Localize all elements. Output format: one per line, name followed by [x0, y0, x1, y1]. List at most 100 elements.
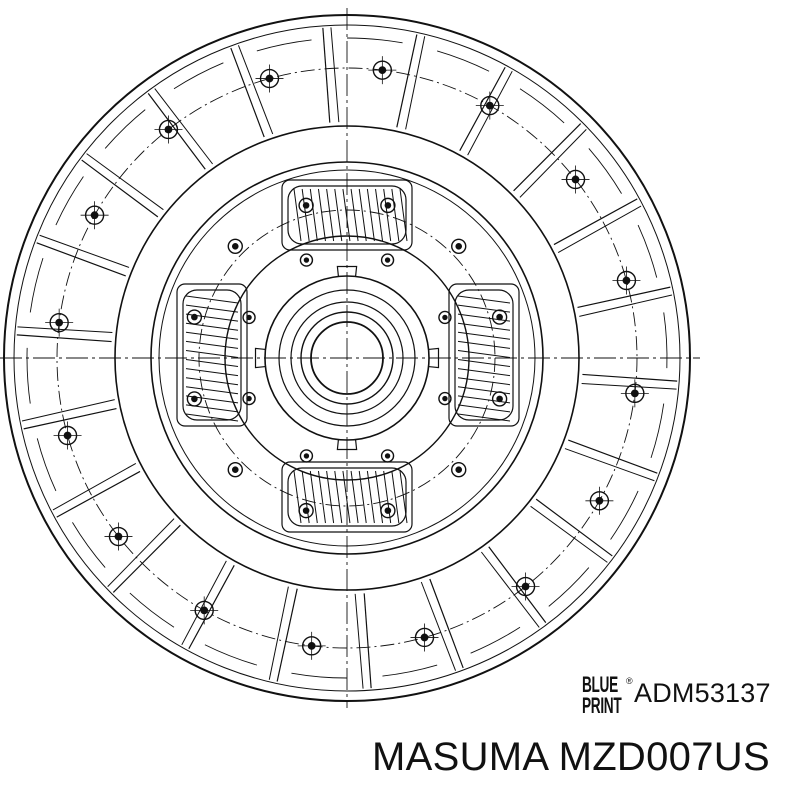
logo-line-2: PRINT: [582, 693, 622, 718]
segment-groove: [513, 123, 582, 192]
pin-head: [299, 253, 314, 267]
spring-coil: [342, 188, 351, 242]
spring-coil: [350, 188, 359, 242]
spring-coil: [457, 322, 511, 331]
rivet: [475, 91, 504, 120]
rivet-head: [451, 238, 467, 254]
segment-edge-arc: [663, 312, 668, 369]
spring-coil: [334, 470, 343, 524]
segment-groove-edge: [354, 593, 364, 689]
rivet-head: [227, 238, 243, 254]
segment-groove: [112, 524, 181, 593]
rivet: [227, 238, 243, 254]
segment-edge-arc: [437, 50, 490, 72]
segment-groove-edge: [480, 551, 540, 628]
spring-coil: [383, 188, 392, 242]
rivet: [45, 308, 74, 337]
rivet-hole: [231, 242, 239, 250]
spring-coil: [383, 470, 392, 524]
spring-coil: [293, 470, 302, 524]
rivet: [620, 379, 649, 408]
pin-head: [380, 253, 395, 267]
segment-edge-arc: [346, 37, 403, 44]
spring-coil: [185, 368, 239, 377]
spring-coil: [457, 304, 511, 313]
spring-coil: [457, 331, 511, 340]
rivet: [154, 115, 183, 144]
segment-groove: [276, 588, 298, 682]
center-lines: [0, 8, 700, 708]
segment-edge-arc: [588, 148, 622, 194]
rivet: [104, 522, 133, 551]
segment-edge-arc: [519, 88, 565, 124]
segment-edge-arc: [382, 664, 438, 677]
rivet: [380, 197, 396, 214]
segment-groove-edge: [405, 36, 426, 130]
spring-coil: [366, 188, 375, 242]
pin-hole: [442, 395, 448, 402]
spring-coil: [457, 359, 511, 368]
spring-coil: [457, 295, 511, 304]
spring-body: [287, 467, 407, 527]
segment-groove: [81, 159, 159, 218]
spring-coil: [185, 295, 239, 304]
segment-edge-arc: [650, 403, 665, 458]
segment-groove-edge: [519, 129, 587, 198]
segment-edge-arc: [26, 347, 31, 404]
stop-pin: [242, 310, 256, 325]
spring-coil: [317, 188, 326, 242]
stop-pin: [242, 391, 256, 406]
pin-hole: [303, 453, 310, 459]
segment-groove: [429, 578, 464, 669]
spring-coil: [326, 188, 335, 242]
spring-coil: [358, 470, 367, 524]
segment-groove: [36, 242, 126, 277]
spring-coil: [185, 331, 239, 340]
spring-coil: [185, 359, 239, 368]
segment-groove-edge: [268, 586, 289, 680]
part-number: ADM53137: [634, 678, 771, 708]
friction-segments: [16, 27, 678, 689]
spring-coil: [457, 404, 511, 413]
rivet: [368, 56, 397, 85]
spring-coil: [350, 470, 359, 524]
registered-mark: ®: [626, 676, 633, 686]
segment-edge-arc: [291, 672, 348, 679]
spring-coil: [185, 395, 239, 404]
rivet-head: [380, 197, 396, 214]
segment-edge-arc: [256, 39, 312, 52]
rivet-hole: [496, 313, 503, 321]
segment-groove: [577, 286, 671, 309]
outer-rivets: [45, 56, 649, 660]
rivet: [297, 631, 326, 660]
rivet: [298, 197, 314, 214]
rivet-hole: [231, 466, 239, 474]
segment-edge-arc: [55, 176, 84, 226]
segment-groove: [56, 470, 141, 518]
segment-edge-arc: [204, 644, 257, 666]
spring-coil: [366, 470, 375, 524]
segment-groove-edge: [557, 205, 642, 254]
spring-coil: [185, 413, 239, 422]
spring-body: [182, 289, 242, 421]
rivet: [298, 502, 314, 519]
rivet: [585, 486, 614, 515]
rivet: [561, 165, 590, 194]
segment-groove-edge: [420, 581, 457, 671]
spring-coil: [399, 188, 408, 242]
segment-edge-arc: [610, 490, 639, 540]
segment-edge-arc: [548, 567, 590, 607]
rivet-head: [491, 309, 508, 325]
rivet: [410, 623, 439, 652]
pin-hole: [384, 453, 391, 459]
rivet: [53, 421, 82, 450]
spring-coil: [185, 304, 239, 313]
spring-coil: [309, 470, 318, 524]
segment-groove: [322, 27, 331, 123]
segment-groove: [16, 334, 112, 343]
segment-groove-edge: [39, 234, 130, 268]
rivet-head: [227, 462, 243, 478]
hub-lug: [254, 347, 266, 369]
rivet: [80, 201, 109, 230]
rivet: [491, 309, 508, 325]
